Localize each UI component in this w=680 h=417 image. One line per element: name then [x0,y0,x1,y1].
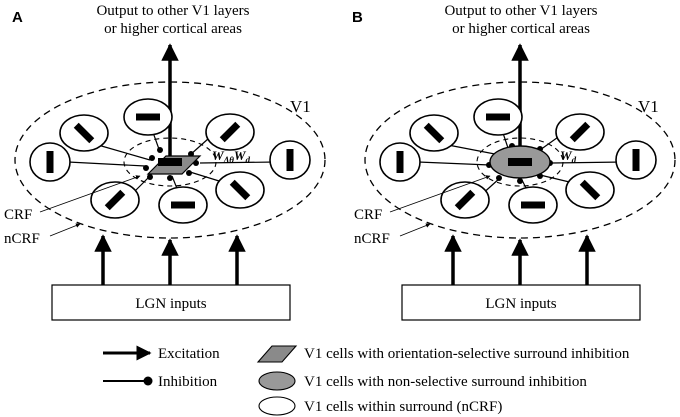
inhibition-lines-a [67,123,278,197]
lgn-box-b [401,284,641,321]
legend-non-selective-label: V1 cells with non-selective surround inh… [304,374,587,390]
weight-label-b: Wd [560,148,577,165]
legend-excitation-label: Excitation [158,346,220,362]
legend-within-surround-icon [258,396,296,416]
lgn-arrows-a [94,234,246,285]
panel-label-b: B [352,9,363,26]
surround-cell-b8 [379,142,421,182]
surround-cell-a3 [205,113,255,151]
inhibition-dots-a [143,147,199,181]
legend-orientation-selective-icon [256,345,298,363]
surround-cell-a7 [90,181,140,219]
region-label-a: V1 [290,97,311,116]
center-cell-bar-a [158,158,182,166]
lgn-label-b: LGN inputs [485,296,556,312]
output-text-a-line2: or higher cortical areas [104,21,242,37]
surround-cell-b6 [508,186,558,224]
surround-cells-b [379,98,657,224]
legend-orientation-selective-label: V1 cells with orientation-selective surr… [304,346,630,362]
ncrf-ellipse-b [364,81,676,239]
surround-cell-b3 [555,113,605,151]
surround-cell-a4 [269,140,311,180]
surround-cell-a6 [158,186,208,224]
lgn-label-a: LGN inputs [135,296,206,312]
output-text-a-line1: Output to other V1 layers [96,3,249,19]
crf-pointer-a [39,175,141,213]
surround-cell-a2 [123,98,173,136]
ncrf-label-a: nCRF [4,231,40,247]
legend-non-selective-icon [258,371,296,391]
panel-label-a: A [12,9,23,26]
legend-inhibition-label: Inhibition [158,374,218,390]
surround-cells-a [29,98,311,224]
surround-cell-b4 [615,140,657,180]
output-text-b-line2: or higher cortical areas [452,21,590,37]
surround-cell-b1 [409,114,459,152]
legend-within-surround-label: V1 cells within surround (nCRF) [304,399,502,415]
crf-label-b: CRF [354,207,382,223]
center-cell-bar-b [508,158,532,166]
lgn-arrows-b [444,234,596,285]
surround-cell-b7 [440,181,490,219]
ncrf-pointer-a [49,223,81,237]
legend-inhibition-dot [143,376,153,386]
crf-pointer-b [389,175,491,213]
weight-label-a: WΔθWd [212,148,250,165]
surround-cell-a8 [29,142,71,182]
output-text-b-line1: Output to other V1 layers [444,3,597,19]
panel-a: A Output to other V1 layers or higher co… [4,3,326,321]
surround-cell-b2 [473,98,523,136]
legend: Excitation Inhibition V1 cells with orie… [103,345,630,416]
surround-cell-b5 [565,171,615,209]
lgn-box-a [51,284,291,321]
surround-cell-a5 [215,171,265,209]
crf-ellipse-a [123,137,217,187]
region-label-b: V1 [638,97,659,116]
crf-label-a: CRF [4,207,32,223]
panel-b: B Output to other V1 layers or higher co… [352,3,676,321]
crf-ellipse-b [476,137,564,187]
ncrf-pointer-b [399,223,431,237]
ncrf-ellipse-a [14,81,326,239]
ncrf-label-b: nCRF [354,231,390,247]
surround-cell-a1 [59,114,109,152]
